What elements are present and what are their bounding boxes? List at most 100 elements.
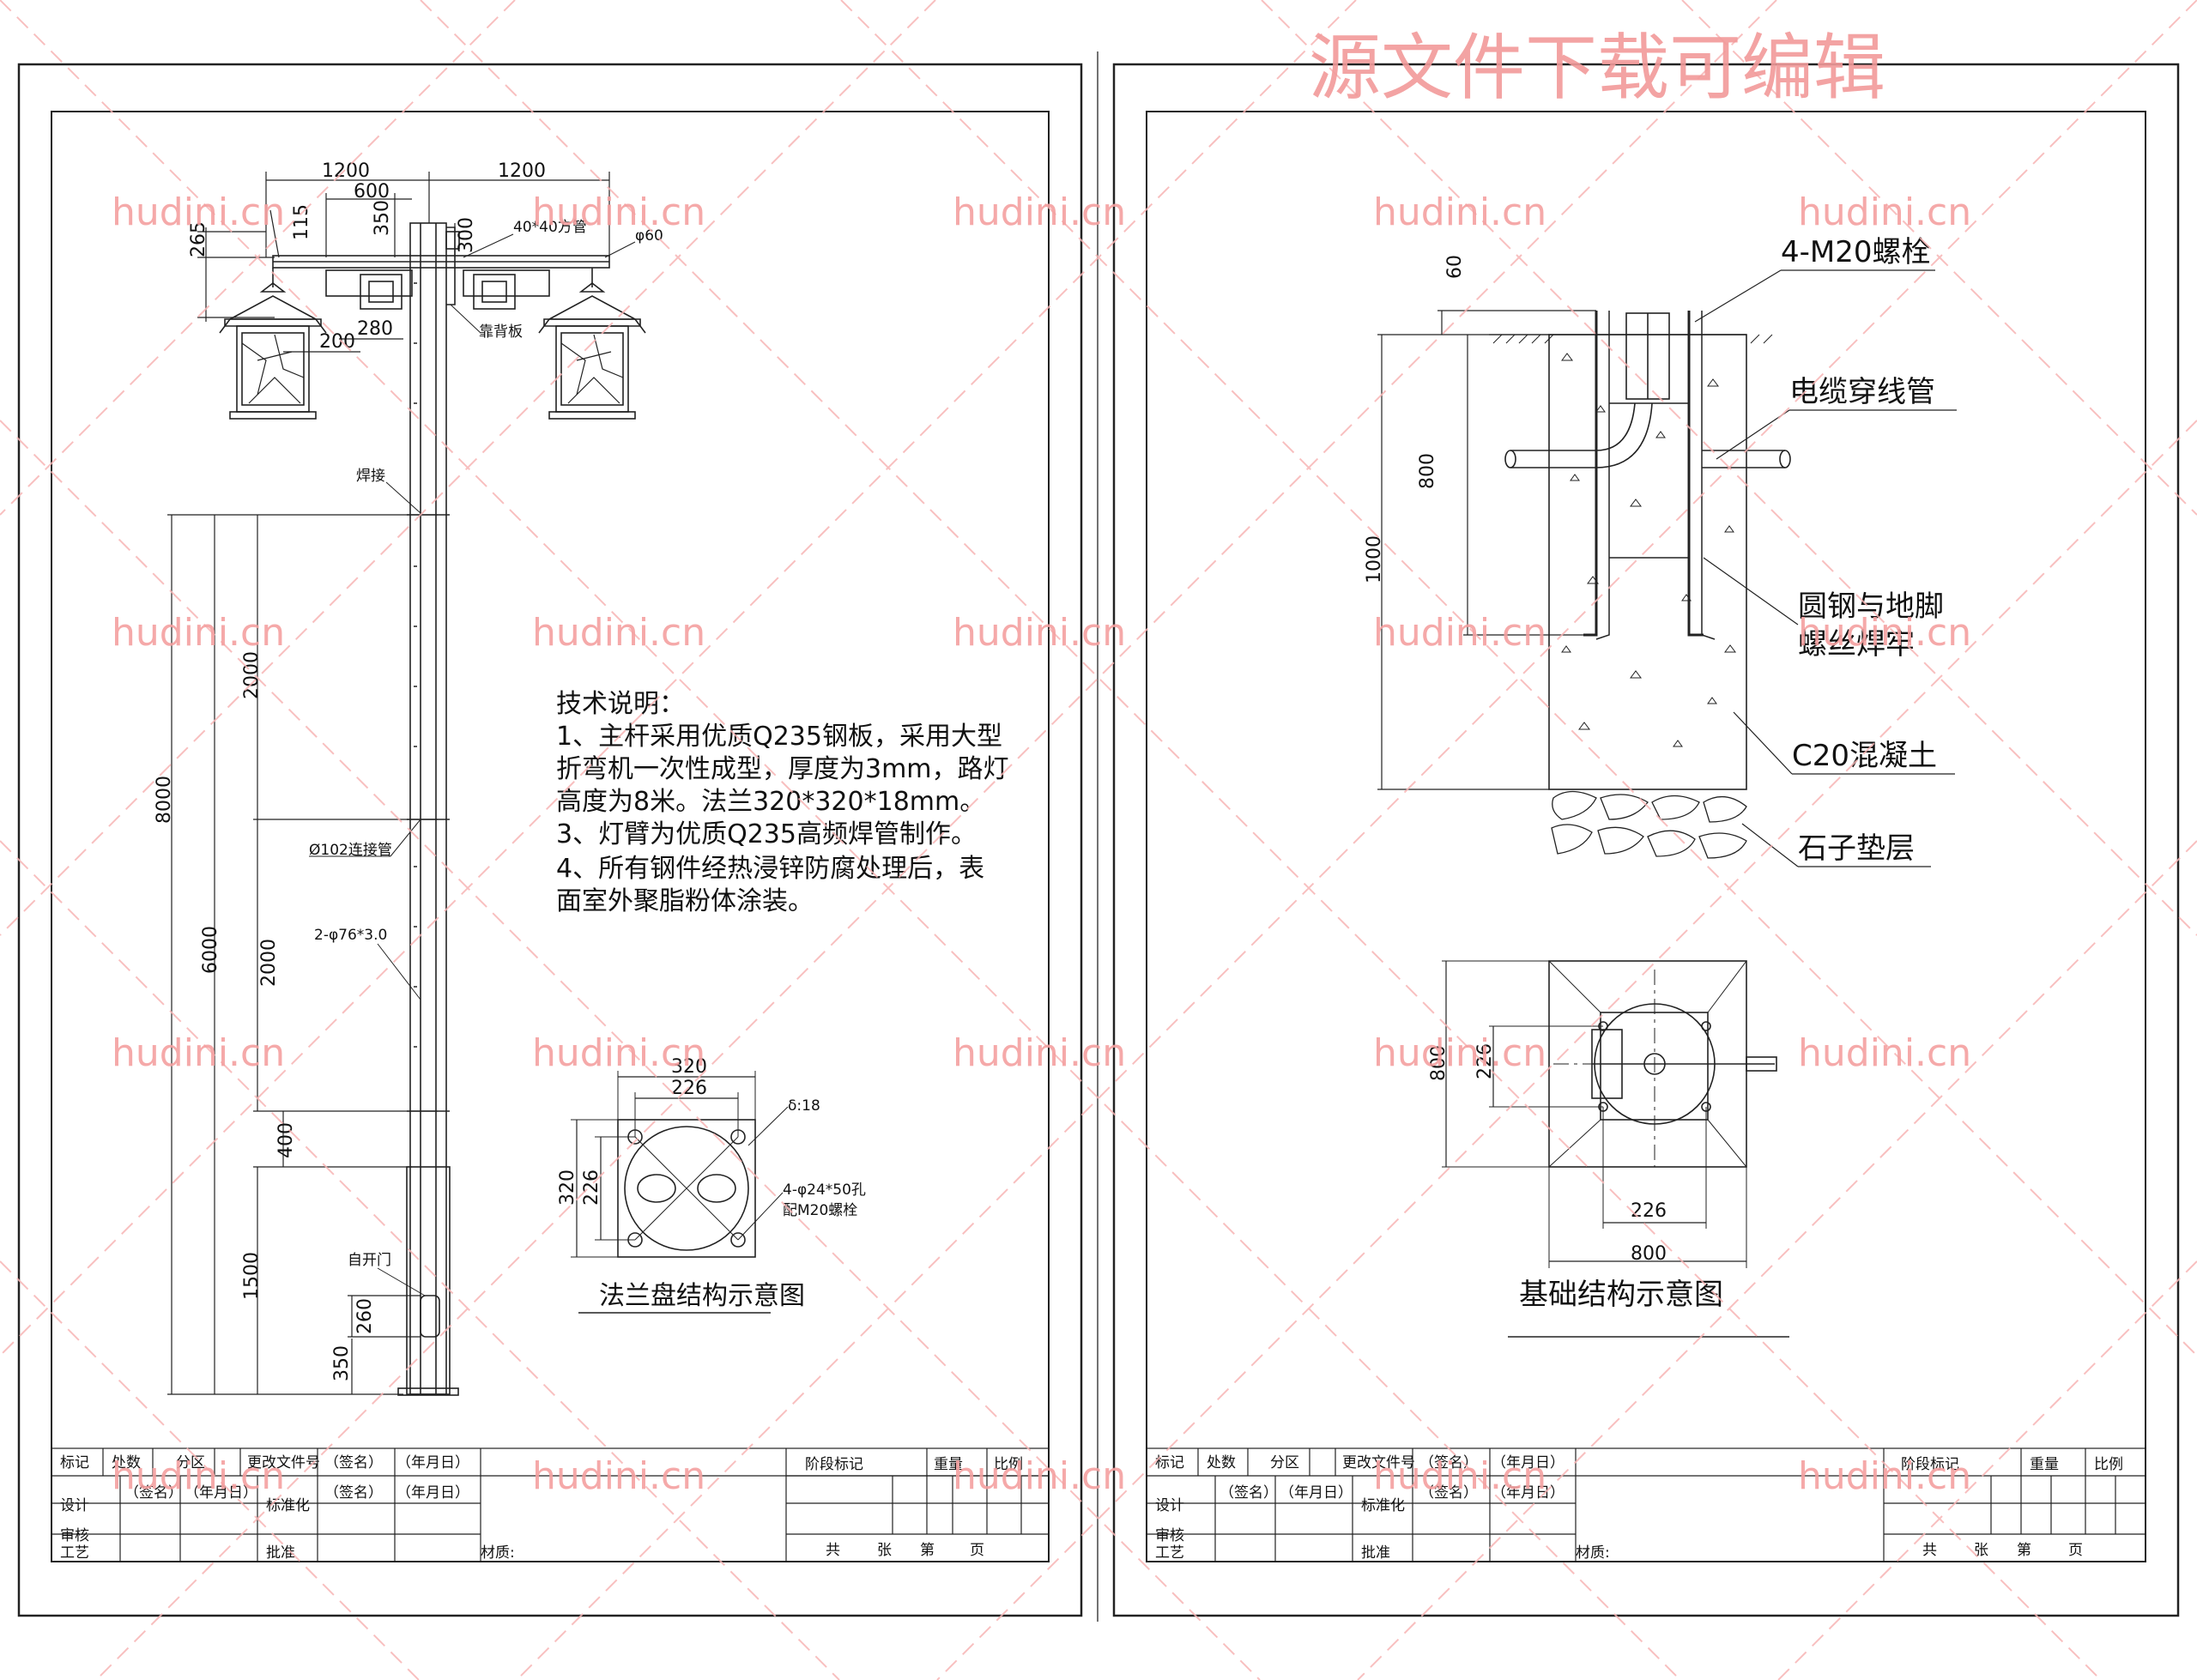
tb-r-date1: （年月日） — [1492, 1454, 1565, 1472]
tb-r-scale: 比例 — [2094, 1456, 2123, 1473]
title-block-right-text: 标记 处数 分区 更改文件号 （签名） （年月日） 阶段标记 重量 比例 设计 … — [1155, 1454, 2123, 1562]
foundation-labels: 4-M20螺栓 电缆穿线管 圆钢与地脚 螺丝焊牢 C20混凝土 石子垫层 — [1694, 235, 1957, 867]
wm-6: hudini.cn — [112, 611, 285, 655]
flange-ring — [624, 1126, 749, 1251]
watermark-texts: 源文件下载可编辑 hudini.cn hudini.cn hudini.cn h… — [112, 26, 1971, 1498]
wm-4: hudini.cn — [1373, 190, 1546, 234]
tb-l-sign3: （签名） — [324, 1484, 383, 1502]
tb-l-date1: （年月日） — [396, 1454, 469, 1472]
plan-dim-800-h: 800 — [1631, 1243, 1667, 1265]
tech-note-line-2: 折弯机一次性成型，厚度为3mm，路灯 — [556, 754, 1009, 784]
tb-r-material: 材质: — [1576, 1544, 1610, 1562]
tb-l-material: 材质: — [481, 1544, 515, 1562]
tb-l-stage: 阶段标记 — [805, 1456, 863, 1473]
tb-r-change: 更改文件号 — [1342, 1454, 1415, 1472]
tb-l-review: 审核 — [60, 1527, 89, 1544]
tb-l-page: 页 — [970, 1542, 984, 1559]
tb-l-date3: （年月日） — [396, 1484, 469, 1502]
tb-l-mark: 标记 — [60, 1454, 89, 1472]
plan-dim-226-h: 226 — [1631, 1200, 1667, 1222]
right-sheet-outer — [1112, 63, 2180, 1617]
concrete-specks — [1561, 353, 1736, 747]
flange-diagram — [571, 1071, 789, 1314]
label-gravel: 石子垫层 — [1798, 831, 1915, 866]
wm-3: hudini.cn — [953, 190, 1126, 234]
label-connect-tube: Ø102连接管 — [309, 842, 392, 859]
pole-base-section — [406, 1166, 451, 1395]
tb-l-date2: （年月日） — [185, 1484, 257, 1502]
label-tube-spec: 2-φ76*3.0 — [314, 927, 387, 944]
tb-l-weight: 重量 — [934, 1456, 963, 1473]
dim-400: 400 — [275, 1122, 297, 1158]
gravel-layer — [1551, 790, 1747, 859]
wm-1: hudini.cn — [112, 190, 285, 234]
tb-r-stage: 阶段标记 — [1901, 1456, 1959, 1473]
wm-2: hudini.cn — [532, 190, 705, 234]
wm-16: hudini.cn — [112, 1454, 285, 1498]
label-back-plate: 靠背板 — [479, 323, 523, 341]
dim-8000: 8000 — [154, 776, 175, 824]
tb-r-page: 页 — [2068, 1542, 2083, 1559]
label-concrete: C20混凝土 — [1792, 739, 1937, 773]
watermark-banner: 源文件下载可编辑 — [1309, 26, 1885, 110]
tb-r-weight: 重量 — [2030, 1456, 2059, 1473]
tech-note-line-3: 高度为8米。法兰320*320*18mm。 — [556, 787, 985, 817]
tb-l-sign1: （签名） — [324, 1454, 383, 1472]
height-dimensions — [167, 514, 438, 1395]
dim-800-section: 800 — [1417, 453, 1438, 489]
dim-1200-left: 1200 — [322, 160, 370, 182]
dim-1500: 1500 — [241, 1252, 263, 1300]
foundation-title: 基础结构示意图 — [1519, 1278, 1723, 1312]
tech-note-line-6: 面室外聚脂粉体涂装。 — [556, 886, 814, 916]
wm-18: hudini.cn — [953, 1454, 1126, 1498]
dim-280: 280 — [357, 318, 393, 340]
foundation-dim-text: 60 800 1000 — [1364, 255, 1466, 583]
tb-l-no: 第 — [920, 1542, 935, 1559]
tb-r-sign3: （签名） — [1419, 1484, 1478, 1502]
tech-note-line-4: 3、灯臂为优质Q235高频焊管制作。 — [556, 819, 977, 849]
height-dim-text: 8000 6000 2000 2000 400 1500 260 350 — [154, 651, 376, 1381]
corner-ticks — [18, 63, 2179, 1617]
dim-300: 300 — [456, 217, 477, 253]
dim-6000: 6000 — [200, 926, 221, 974]
dim-2000-lower: 2000 — [258, 939, 280, 987]
flange-dim-226-v: 226 — [581, 1169, 602, 1206]
pole-shaft — [409, 222, 447, 1395]
tb-r-review: 审核 — [1155, 1527, 1184, 1544]
title-block-left — [51, 1447, 1050, 1562]
tech-notes-title: 技术说明： — [556, 689, 685, 719]
tb-r-approve: 批准 — [1361, 1544, 1390, 1562]
label-phi60: φ60 — [635, 227, 663, 245]
left-sheet-outer — [17, 63, 1083, 1617]
tb-r-craft: 工艺 — [1155, 1544, 1184, 1562]
tb-l-craft: 工艺 — [60, 1544, 89, 1562]
tb-l-sheets: 张 — [877, 1542, 892, 1559]
tb-l-count: 处数 — [112, 1454, 141, 1472]
label-square-tube: 40*40方管 — [513, 219, 587, 236]
tb-l-total: 共 — [826, 1542, 840, 1559]
wm-12: hudini.cn — [532, 1031, 705, 1075]
foundation-section — [1489, 311, 1791, 859]
plan-dim-800-v: 800 — [1428, 1045, 1450, 1081]
wm-10: hudini.cn — [1798, 611, 1971, 655]
tb-l-sign2: （签名） — [124, 1484, 183, 1502]
flange-text: 320 226 320 226 δ:18 4-φ24*50孔 配M20螺栓 法兰… — [557, 1056, 866, 1311]
label-door: 自开门 — [348, 1252, 391, 1269]
dim-350: 350 — [372, 200, 393, 236]
tb-r-date2: （年月日） — [1280, 1484, 1353, 1502]
dim-260: 260 — [354, 1298, 376, 1334]
flange-bolt-spec: 配M20螺栓 — [783, 1202, 857, 1219]
tb-r-design: 设计 — [1155, 1497, 1184, 1514]
wm-20: hudini.cn — [1798, 1454, 1971, 1498]
tb-l-std: 标准化 — [266, 1497, 310, 1514]
tb-l-scale: 比例 — [994, 1456, 1023, 1473]
pole-base-plate — [397, 1387, 459, 1396]
dim-1000: 1000 — [1364, 535, 1385, 583]
cable-conduit — [1510, 402, 1653, 468]
flange-hole-spec: 4-φ24*50孔 — [783, 1181, 866, 1199]
tb-r-mark: 标记 — [1155, 1454, 1184, 1472]
label-weld: 焊接 — [356, 468, 385, 485]
dim-2000-upper: 2000 — [241, 651, 263, 699]
